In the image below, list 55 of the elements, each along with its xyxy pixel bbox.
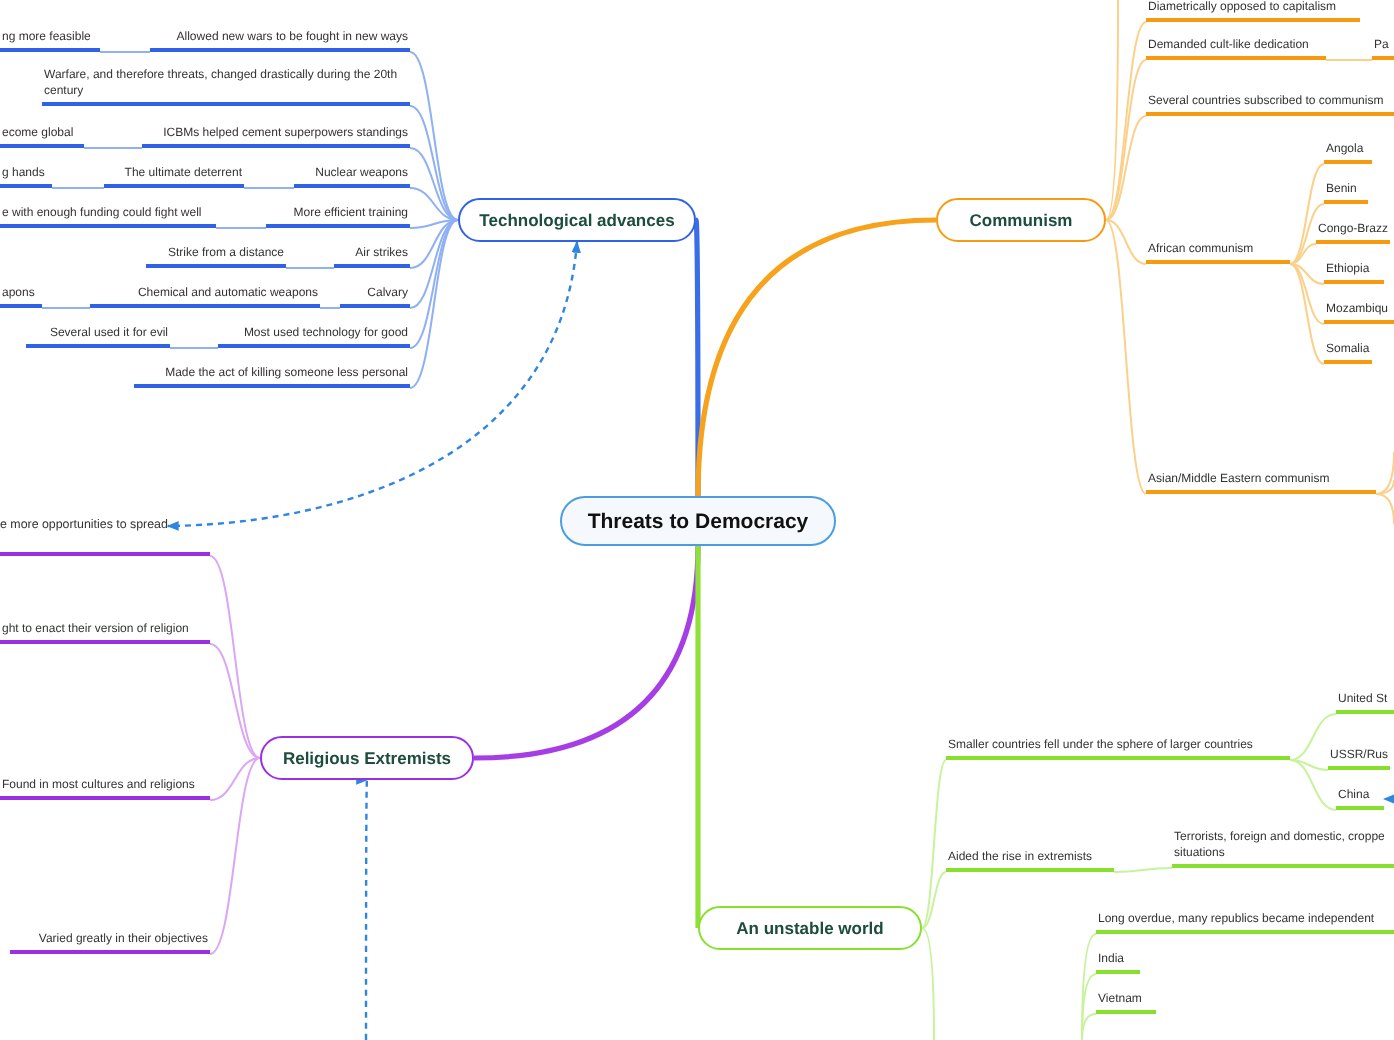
connector — [921, 871, 947, 929]
topic-box: Communism — [936, 198, 1106, 242]
connector — [1289, 203, 1325, 265]
connector — [1289, 759, 1329, 771]
connector — [921, 927, 935, 1040]
connector — [169, 347, 219, 349]
connector — [319, 307, 341, 309]
connector — [243, 187, 295, 189]
connector — [83, 147, 143, 149]
connector — [41, 307, 91, 309]
connector — [1289, 263, 1325, 365]
dashed-arrow — [1382, 794, 1394, 804]
topic-box: Religious Extremists — [260, 736, 474, 780]
connector — [51, 187, 105, 189]
connector — [1105, 21, 1147, 221]
connector — [1289, 163, 1325, 265]
connector — [1375, 493, 1394, 525]
connector — [695, 217, 937, 497]
connector — [409, 187, 459, 221]
connector — [1375, 451, 1394, 495]
connector — [209, 757, 261, 801]
connector — [695, 546, 701, 928]
connector — [409, 219, 459, 269]
connector — [215, 227, 267, 229]
connector — [1375, 479, 1394, 495]
connector — [1289, 263, 1325, 285]
connector — [409, 219, 459, 349]
connector — [1105, 59, 1147, 221]
branch-underline — [0, 552, 210, 556]
topic-box: An unstable world — [698, 906, 922, 950]
connector — [409, 147, 459, 221]
connector — [1105, 219, 1147, 265]
connector — [99, 51, 151, 53]
connector — [209, 643, 261, 759]
connector — [409, 51, 459, 221]
connector — [209, 757, 261, 955]
dashed-arrow — [166, 240, 580, 531]
connector — [1105, 219, 1147, 495]
connector — [1289, 263, 1325, 325]
connector — [1105, 115, 1147, 221]
dashed-arrow — [361, 778, 371, 1040]
connector — [1325, 59, 1373, 61]
connector — [921, 759, 947, 929]
connector — [1105, 0, 1119, 221]
connector — [1113, 867, 1173, 873]
connector — [1289, 243, 1317, 265]
connector — [1081, 1013, 1097, 1040]
connector — [409, 219, 459, 389]
central-topic: Threats to Democracy — [560, 496, 836, 546]
topic-box: Technological advances — [458, 198, 696, 242]
connector — [1289, 759, 1337, 811]
connector — [409, 105, 459, 221]
connector — [285, 267, 335, 269]
connector — [209, 555, 261, 759]
connector — [1289, 713, 1337, 761]
